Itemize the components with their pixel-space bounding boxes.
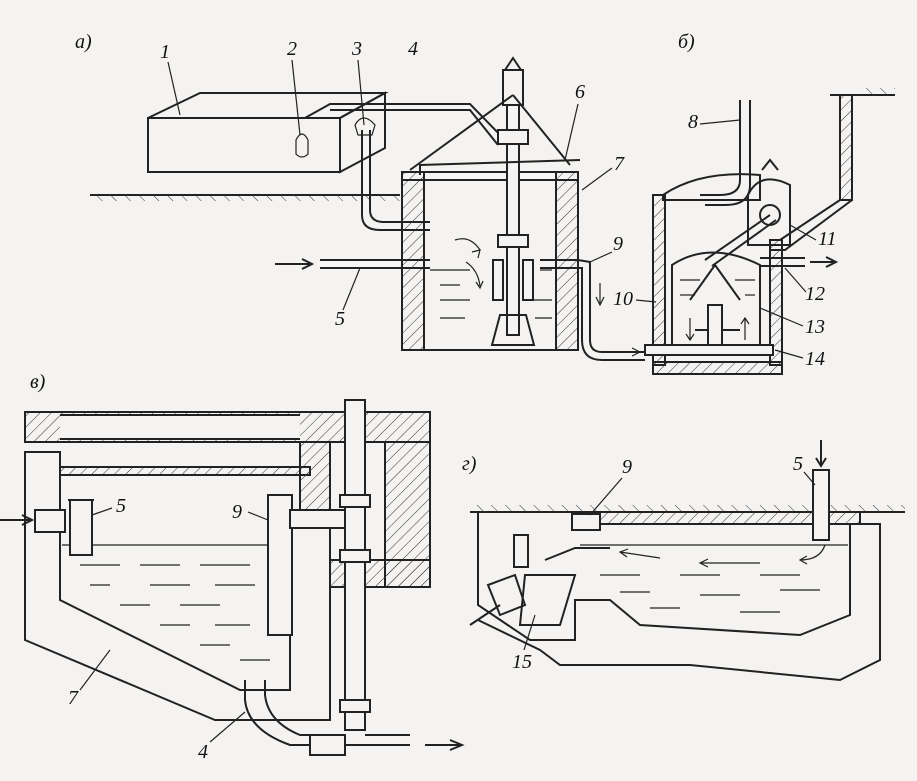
callout-1: 1 (160, 41, 170, 63)
callout-2: 2 (287, 38, 297, 60)
callout-7: 7 (614, 153, 625, 175)
callout-v7: 7 (68, 687, 79, 709)
pipe-g5 (812, 469, 830, 541)
pump-column (409, 56, 581, 346)
ground-hatch (90, 195, 400, 201)
inlet-5 (69, 499, 93, 556)
callout-v5: 5 (116, 495, 126, 517)
pump-15 (518, 574, 577, 626)
callout-3: 3 (351, 38, 362, 60)
panel-label-a: а) (75, 31, 92, 53)
callout-v4: 4 (198, 741, 208, 763)
panel-label-g: г) (462, 453, 477, 475)
callout-g5: 5 (793, 453, 803, 475)
callout-v9: 9 (232, 501, 242, 523)
callout-10: 10 (613, 288, 633, 310)
callout-12: 12 (805, 283, 825, 305)
pipe-9 (540, 259, 645, 353)
labels: а) б) в) г) 1 2 3 4 5 6 7 8 9 10 11 12 1… (30, 31, 837, 763)
callout-14: 14 (805, 348, 825, 370)
callout-6: 6 (575, 81, 585, 103)
basin-g (477, 512, 881, 682)
panel-label-v: в) (30, 371, 46, 393)
vessel-13 (671, 251, 761, 356)
base-14 (644, 344, 774, 356)
panel-v (0, 399, 465, 756)
panel-b (644, 88, 895, 375)
flow-arrow-out (810, 256, 839, 268)
outlet-4 (244, 680, 410, 746)
callout-11: 11 (818, 228, 837, 250)
riser (344, 399, 366, 731)
panel-a (90, 56, 645, 361)
callout-4: 4 (408, 38, 418, 60)
pipe-4 (304, 103, 506, 141)
pipe-8 (700, 100, 741, 196)
callout-5: 5 (335, 308, 345, 330)
tank-1 (147, 91, 389, 174)
pipe-v9 (267, 494, 293, 636)
callout-13: 13 (805, 316, 825, 338)
callout-g15: 15 (512, 651, 532, 673)
flow-arrow-in (275, 258, 315, 270)
callout-g9: 9 (622, 456, 632, 478)
panel-label-b: б) (678, 31, 695, 53)
callout-9: 9 (613, 233, 623, 255)
pipe-3 (361, 130, 430, 231)
panel-g (469, 440, 905, 682)
callout-8: 8 (688, 111, 698, 133)
grating (59, 466, 311, 476)
